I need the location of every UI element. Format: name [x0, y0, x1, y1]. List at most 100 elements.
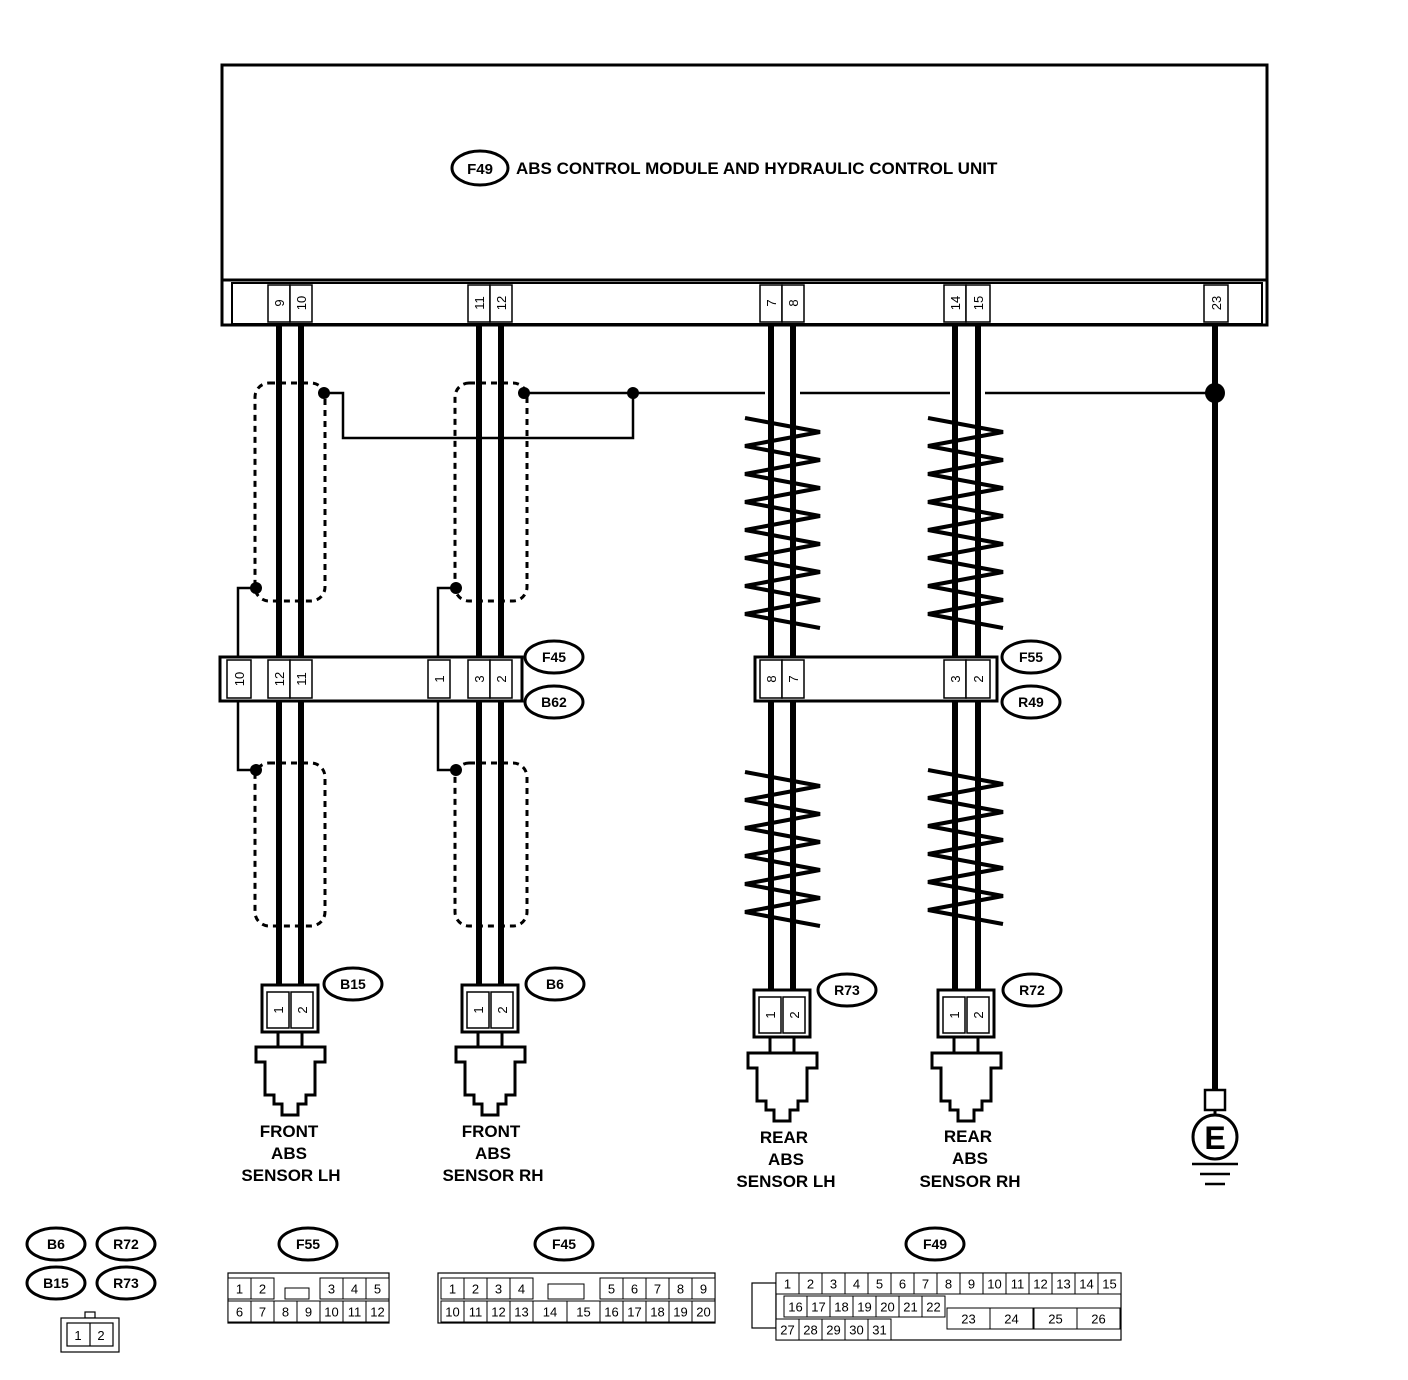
legend-pin: 7 [259, 1305, 266, 1320]
legend-pin: 9 [700, 1282, 707, 1297]
legend-pin: 12 [370, 1305, 384, 1320]
legend-pin: 9 [305, 1305, 312, 1320]
connector-id-r49: R49 [1018, 694, 1044, 710]
sensor-body-icon [930, 1051, 1003, 1123]
legend-cavity [691, 1300, 716, 1323]
sensor-pin: 2 [295, 1006, 310, 1013]
legend-small-connectors: B6 R72 B15 R73 1 2 [25, 1226, 157, 1353]
legend-pin: 6 [236, 1305, 243, 1320]
legend-pin: 6 [631, 1282, 638, 1297]
junction-pin: 8 [764, 675, 779, 682]
junction-connector-f45-b62: 10 12 11 1 3 2 F45 B62 [218, 639, 585, 720]
legend-pin: 17 [627, 1305, 641, 1320]
legend-pin: 16 [788, 1300, 802, 1315]
legend-pin: 7 [922, 1277, 929, 1292]
legend-connector-id: R73 [113, 1275, 139, 1291]
junction-pin: 2 [494, 675, 509, 682]
legend-pin: 28 [803, 1323, 817, 1338]
legend-pin: 19 [673, 1305, 687, 1320]
legend-pin: 4 [351, 1282, 358, 1297]
rear-abs-sensor-lh: 1 2 R73 REAR ABS SENSOR LH [736, 972, 878, 1191]
front-abs-sensor-rh: 1 2 B6 FRONT ABS SENSOR RH [442, 966, 586, 1185]
module-pin: 12 [494, 296, 509, 310]
sensor-pin: 2 [971, 1011, 986, 1018]
sensor-label-line: ABS [271, 1144, 307, 1163]
sensor-label-line: REAR [944, 1127, 992, 1146]
legend-pin: 8 [945, 1277, 952, 1292]
legend-pin: 25 [1048, 1312, 1062, 1327]
module-title: ABS CONTROL MODULE AND HYDRAULIC CONTROL… [516, 159, 998, 178]
legend-cavity [989, 1307, 1034, 1330]
legend-cavity [1076, 1307, 1121, 1330]
module-pin: 8 [786, 299, 801, 306]
module-connector-id: F49 [467, 161, 493, 178]
sensor-label-line: SENSOR LH [736, 1172, 835, 1191]
legend-pin: 5 [876, 1277, 883, 1292]
legend-key [547, 1283, 585, 1300]
legend-pin: 5 [374, 1282, 381, 1297]
connector-id-f55: F55 [1019, 649, 1043, 665]
legend-pin: 16 [604, 1305, 618, 1320]
legend-pin: 18 [834, 1300, 848, 1315]
sensor-label-line: SENSOR LH [241, 1166, 340, 1185]
legend-pin: 29 [826, 1323, 840, 1338]
sensor-label-line: ABS [475, 1144, 511, 1163]
legend-pin: 24 [1004, 1312, 1018, 1327]
legend-cavity [365, 1277, 390, 1300]
connector-id-b15: B15 [340, 976, 366, 992]
legend-connector-id: B15 [43, 1275, 69, 1291]
legend-pin: 13 [1056, 1277, 1070, 1292]
legend-connector-id: F49 [923, 1236, 947, 1252]
legend-pin: 10 [324, 1305, 338, 1320]
legend-cavity [509, 1277, 534, 1300]
legend-cavity [250, 1277, 275, 1300]
legend-pin: 15 [1102, 1277, 1116, 1292]
sensor-body-icon [746, 1051, 819, 1123]
cable-shields [253, 381, 529, 928]
connector-id-b62: B62 [541, 694, 567, 710]
sensor-label-line: ABS [952, 1149, 988, 1168]
legend-pin: 30 [849, 1323, 863, 1338]
sensor-pin: 1 [763, 1011, 778, 1018]
legend-pin: 15 [576, 1305, 590, 1320]
legend-pin: 26 [1091, 1312, 1105, 1327]
junction-pin: 12 [272, 672, 287, 686]
module-pin: 15 [971, 296, 986, 310]
legend-cavity [1097, 1272, 1122, 1295]
connector-id-r73: R73 [834, 982, 860, 998]
legend-key [284, 1287, 310, 1300]
legend-pin: 23 [961, 1312, 975, 1327]
legend-pin: 10 [987, 1277, 1001, 1292]
rear-abs-sensor-rh: 1 2 R72 REAR ABS SENSOR RH [919, 972, 1063, 1191]
legend-connector-id: B6 [47, 1236, 65, 1252]
sensor-pin: 1 [271, 1006, 286, 1013]
junction-pin: 2 [971, 675, 986, 682]
sensor-label-line: FRONT [462, 1122, 521, 1141]
module-pin: 23 [1209, 296, 1224, 310]
legend-pin: 1 [784, 1277, 791, 1292]
legend-pin: 14 [543, 1305, 557, 1320]
sensor-body-icon [254, 1045, 327, 1117]
module-pins: 9 10 11 12 7 8 14 15 23 [267, 284, 1229, 323]
legend-pin: 11 [1011, 1277, 1025, 1292]
legend-pin: 13 [514, 1305, 528, 1320]
legend-pin: 2 [472, 1282, 479, 1297]
legend-cavity [365, 1300, 390, 1323]
legend-connector-id: R72 [113, 1236, 139, 1252]
legend-pin: 1 [449, 1282, 456, 1297]
abs-control-module: F49 ABS CONTROL MODULE AND HYDRAULIC CON… [220, 63, 1269, 327]
connector-id-b6: B6 [546, 976, 564, 992]
legend-pin: 31 [872, 1323, 886, 1338]
junction-pin: 11 [294, 672, 309, 686]
sensor-pin: 2 [495, 1006, 510, 1013]
twisted-pairs [744, 416, 1004, 928]
sensor-body-icon [454, 1045, 527, 1117]
legend-pin: 9 [968, 1277, 975, 1292]
legend-pin: 3 [495, 1282, 502, 1297]
legend-pin: 4 [853, 1277, 860, 1292]
